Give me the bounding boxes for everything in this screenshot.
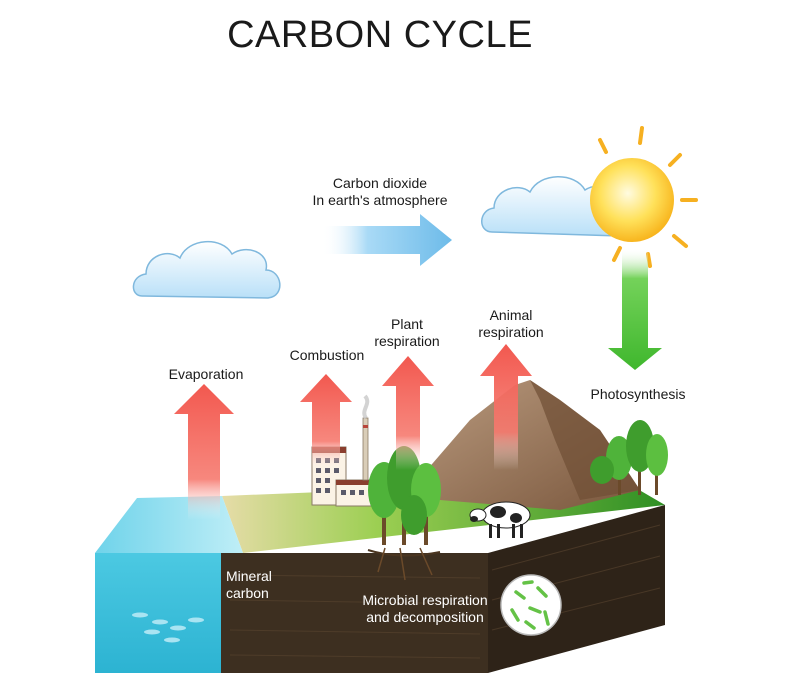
- water-surface: [95, 496, 243, 553]
- water-front: [95, 553, 221, 673]
- evaporation-arrow: [174, 384, 234, 520]
- animal-respiration-arrow: [480, 344, 532, 470]
- mineral-carbon-label: Mineral carbon: [226, 568, 282, 602]
- atmosphere-label: Carbon dioxide In earth's atmosphere: [300, 175, 460, 209]
- microbial-line1: Microbial respiration: [362, 592, 488, 608]
- cow: [469, 501, 531, 538]
- sun: [590, 126, 698, 268]
- evaporation-label: Evaporation: [168, 366, 244, 382]
- cloud-left: [132, 240, 281, 299]
- microbial-line2: and decomposition: [366, 609, 484, 625]
- photosynthesis-label: Photosynthesis: [590, 386, 686, 402]
- animal-respiration-label: Animal respiration: [466, 307, 556, 341]
- mineral-carbon-line1: Mineral: [226, 568, 272, 584]
- co2-arrow: [322, 214, 452, 266]
- plant-respiration-line1: Plant: [391, 316, 423, 332]
- animal-respiration-line2: respiration: [478, 324, 544, 340]
- plant-respiration-label: Plant respiration: [362, 316, 452, 350]
- combustion-arrow: [300, 374, 352, 470]
- plant-respiration-line2: respiration: [374, 333, 440, 349]
- atmosphere-label-line2: In earth's atmosphere: [312, 192, 448, 208]
- tree-group-left: [367, 446, 441, 581]
- page-title: CARBON CYCLE: [227, 14, 533, 56]
- microbial-label: Microbial respiration and decomposition: [350, 592, 500, 626]
- combustion-label: Combustion: [289, 347, 365, 363]
- plant-respiration-arrow: [382, 356, 434, 470]
- animal-respiration-line1: Animal: [489, 307, 533, 323]
- photosynthesis-arrow: [608, 248, 662, 370]
- microbe-circle: [500, 574, 562, 636]
- tree-group-right: [590, 420, 668, 495]
- atmosphere-label-line1: Carbon dioxide: [332, 175, 428, 191]
- soil-front: [221, 553, 488, 673]
- fish-school: [132, 612, 204, 643]
- mineral-carbon-line2: carbon: [226, 585, 269, 601]
